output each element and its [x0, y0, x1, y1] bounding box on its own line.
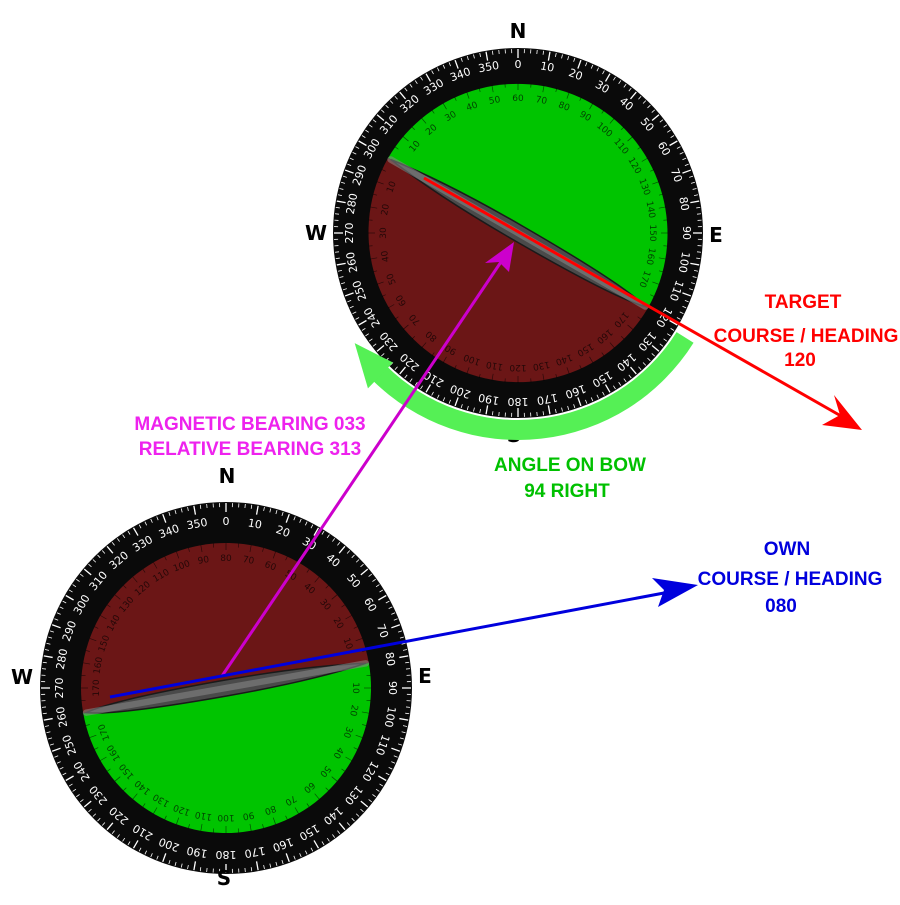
- tgt-relative-label: 40: [380, 249, 392, 262]
- own-tick: [405, 662, 409, 663]
- own-relative-label: 20: [347, 704, 359, 717]
- own-relative-label: 10: [350, 682, 360, 694]
- own-tick: [200, 505, 201, 509]
- own-degree-label: 0: [223, 515, 230, 528]
- tgt-degree-label: 90: [680, 226, 693, 240]
- own-tick: [251, 867, 252, 871]
- target-west-label: W: [305, 221, 327, 245]
- tgt-relative-label: 120: [509, 362, 526, 372]
- own-label-title: OWN: [764, 539, 810, 560]
- own-relative-label: 90: [242, 809, 255, 821]
- target-label-course: COURSE / HEADING: [714, 326, 899, 347]
- tgt-tick: [492, 411, 493, 415]
- own-tick: [43, 662, 47, 663]
- tgt-tick: [696, 207, 700, 208]
- tgt-tick: [543, 51, 544, 55]
- target-course-arrowhead: [822, 395, 862, 430]
- target-label-title: TARGET: [765, 292, 842, 313]
- own-tick: [43, 713, 47, 714]
- own-west-label: W: [11, 665, 33, 689]
- own-south-label: S: [217, 866, 231, 890]
- bearing-label-magnetic: MAGNETIC BEARING 033: [134, 414, 365, 435]
- tgt-tick: [336, 207, 340, 208]
- bearing-label-relative: RELATIVE BEARING 313: [139, 439, 361, 460]
- tgt-relative-label: 30: [379, 227, 389, 239]
- own-relative-label: 100: [217, 812, 234, 822]
- own-degree-label: 80: [382, 651, 397, 667]
- own-degree-label: 10: [247, 516, 263, 531]
- own-degree-label: 270: [53, 678, 66, 699]
- angle-on-bow-value: 94 RIGHT: [524, 481, 610, 502]
- own-tick: [251, 505, 252, 509]
- own-label-course: COURSE / HEADING: [698, 569, 883, 590]
- target-east-label: E: [709, 223, 723, 247]
- own-degree-label: 90: [386, 681, 399, 695]
- tgt-degree-label: 180: [508, 395, 529, 408]
- target-label-value: 120: [784, 350, 816, 371]
- own-north-label: N: [219, 464, 236, 488]
- target-north-label: N: [510, 19, 527, 43]
- tgt-tick: [492, 51, 493, 55]
- tgt-degree-label: 80: [676, 196, 691, 212]
- own-relative-label: 170: [92, 679, 102, 696]
- tgt-tick: [696, 258, 700, 259]
- tgt-degree-label: 270: [343, 223, 356, 244]
- tgt-degree-label: 0: [515, 58, 522, 71]
- tgt-tick: [543, 411, 544, 415]
- own-tick: [200, 867, 201, 871]
- angle-on-bow-label: ANGLE ON BOW: [494, 455, 646, 476]
- own-label-value: 080: [765, 596, 797, 617]
- tgt-relative-label: 70: [535, 95, 548, 107]
- tgt-relative-label: 60: [512, 94, 524, 104]
- own-relative-label: 70: [242, 555, 255, 567]
- tgt-relative-label: 150: [647, 224, 657, 241]
- tgt-degree-label: 10: [539, 59, 555, 74]
- own-east-label: E: [418, 664, 432, 688]
- own-degree-label: 180: [216, 848, 237, 861]
- tgt-relative-label: 50: [488, 95, 501, 107]
- tgt-relative-label: 20: [380, 203, 392, 216]
- own-relative-label: 90: [197, 555, 210, 567]
- own-relative-label: 80: [220, 554, 232, 564]
- own-tick: [405, 713, 409, 714]
- tgt-tick: [336, 258, 340, 259]
